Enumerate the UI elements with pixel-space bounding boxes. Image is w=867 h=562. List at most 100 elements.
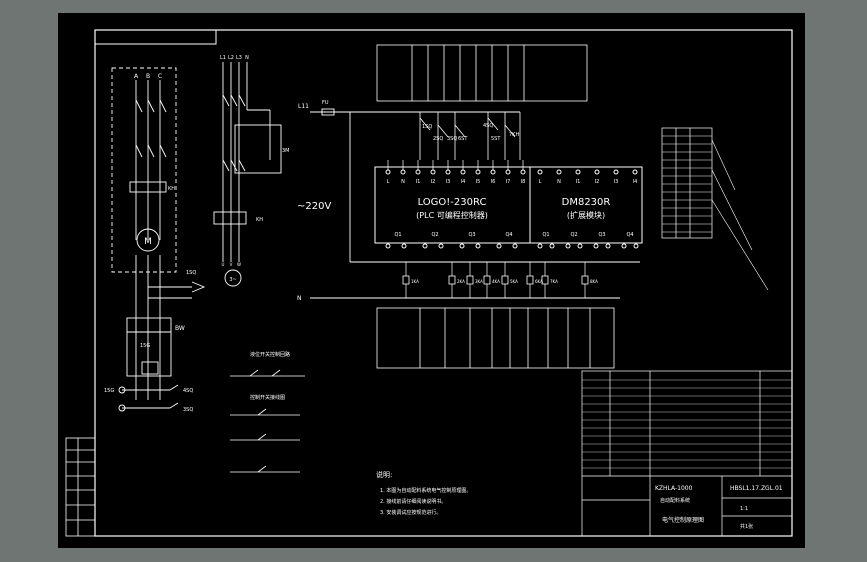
expansion-output-terminal <box>537 243 543 249</box>
expansion-input-label: I1 <box>576 179 581 185</box>
expansion-input-label: I4 <box>633 179 638 185</box>
expansion-output-label: Q4 <box>626 232 633 238</box>
expansion-input-terminal <box>575 169 581 175</box>
expansion-output-label: Q3 <box>598 232 605 238</box>
logo-output-terminal <box>475 243 481 249</box>
expansion-title: DM8230R <box>562 197 611 208</box>
line-label: L11 <box>298 103 309 110</box>
logo-input-label: I4 <box>461 179 466 185</box>
supply-l1-label: L1 <box>220 55 226 61</box>
logo-input-label: I5 <box>476 179 481 185</box>
expansion-output-terminal <box>605 243 611 249</box>
expansion-input-terminal <box>613 169 619 175</box>
switch-3sq-label: 3SQ <box>447 136 457 142</box>
inner-frame <box>94 29 793 537</box>
coil-label: 4KA <box>492 279 500 284</box>
drawing-sheet <box>58 13 805 548</box>
logo-input-label: I6 <box>491 179 496 185</box>
aux-3m-label: 3M <box>282 148 290 154</box>
aux-circuit-labels: L1 L2 L3 N 3M KH U V W 3~ <box>220 55 289 283</box>
logo-output-terminal <box>422 243 428 249</box>
io-table <box>661 127 713 239</box>
gauge-label: 15G <box>140 343 150 349</box>
logo-output-label: Q4 <box>505 232 512 238</box>
neutral-label: N <box>297 295 302 302</box>
expansion-output-terminal <box>549 243 555 249</box>
sheet-count: 共1张 <box>740 523 753 530</box>
logo-output-terminal <box>512 243 518 249</box>
notes-title: 说明: <box>376 470 392 479</box>
input-switches <box>419 112 521 160</box>
aux-motor-label: 3~ <box>229 277 236 283</box>
label-1sq: 1SQ <box>186 270 196 276</box>
input-switch-labels: 1SQ 2SQ 3SQ 4SQ 5ST 6ST 7KH <box>422 123 519 142</box>
title-block <box>581 370 793 537</box>
output-function-boxes <box>376 44 588 102</box>
coil-label: 8KA <box>590 279 598 284</box>
level-switch-diagram-title: 液位开关控制回路 <box>250 351 290 358</box>
expansion-input-label: I2 <box>595 179 600 185</box>
logo-output-terminal <box>459 243 465 249</box>
supply-n-label: N <box>245 55 249 61</box>
io-table-rows <box>662 135 712 233</box>
coil-label: 2KA <box>457 279 465 284</box>
logo-input-label: I8 <box>521 179 526 185</box>
title-block-rows <box>582 379 792 469</box>
expansion-output-label: Q1 <box>542 232 549 238</box>
expansion-input-terminal <box>537 169 543 175</box>
label-15g: 15G <box>104 388 114 394</box>
switch-5st-label: 5ST <box>491 136 501 142</box>
expansion-input-terminal <box>632 169 638 175</box>
control-switch-diagram-title: 控制开关接线图 <box>250 394 285 401</box>
supply-l3-label: L3 <box>236 55 242 61</box>
logo-input-label: I2 <box>431 179 436 185</box>
fu-label: FU <box>322 100 329 106</box>
phase-a-label: A <box>134 73 139 80</box>
switch-2sq-label: 2SQ <box>433 136 443 142</box>
bw-label: BW <box>175 325 185 332</box>
phase-b-label: B <box>146 73 150 80</box>
coil-label: 7KA <box>550 279 558 284</box>
aux-kh-label: KH <box>256 217 263 223</box>
coil-label: 5KA <box>510 279 518 284</box>
top-left-strip <box>94 29 217 45</box>
terminal-v-label: V <box>230 262 233 267</box>
logo-title: LOGO!-230RC <box>418 197 487 208</box>
expansion-input-terminal <box>594 169 600 175</box>
diagram-titles: 液位开关控制回路 控制开关接线图 <box>250 351 290 401</box>
logo-input-label: I7 <box>506 179 511 185</box>
note-line-2: 2. 接线前请仔细阅读说明书。 <box>380 498 446 505</box>
drawing-subtitle: 电气控制原理图 <box>662 516 704 524</box>
switch-6st-label: 6ST <box>458 136 468 142</box>
notes: 说明: 1. 本图为自动配料系统电气控制原理图。 2. 接线前请仔细阅读说明书。… <box>376 470 471 516</box>
title-block-text: HBSL1.17.ZGL.01 KZHLA-1000 自动配料系统 电气控制原理… <box>655 485 783 530</box>
drawing-number: HBSL1.17.ZGL.01 <box>730 485 783 492</box>
level-switch-diagrams <box>230 369 305 473</box>
supply-l2-label: L2 <box>228 55 234 61</box>
bottom-box-frame <box>376 307 615 369</box>
logo-output-label: Q1 <box>394 232 401 238</box>
switch-4sq-label: 4SQ <box>483 123 493 129</box>
main-power-circuit <box>111 67 206 412</box>
expansion-output-terminal <box>621 243 627 249</box>
coil-label: 6KA <box>535 279 543 284</box>
logo-subtitle: (PLC 可编程控制器) <box>416 210 488 220</box>
note-line-1: 1. 本图为自动配料系统电气控制原理图。 <box>380 487 471 494</box>
logo-input-label: N <box>401 179 405 185</box>
switch-1sq-label: 1SQ <box>422 124 432 130</box>
function-description-boxes <box>376 307 615 369</box>
voltage-label: ~220V <box>297 201 331 212</box>
logo-input-label: L <box>387 179 390 185</box>
note-line-3: 3. 安装调试应按规范进行。 <box>380 509 441 516</box>
logo-output-label: Q2 <box>431 232 438 238</box>
coil-label: 1KA <box>411 279 419 284</box>
logo-output-terminal <box>496 243 502 249</box>
